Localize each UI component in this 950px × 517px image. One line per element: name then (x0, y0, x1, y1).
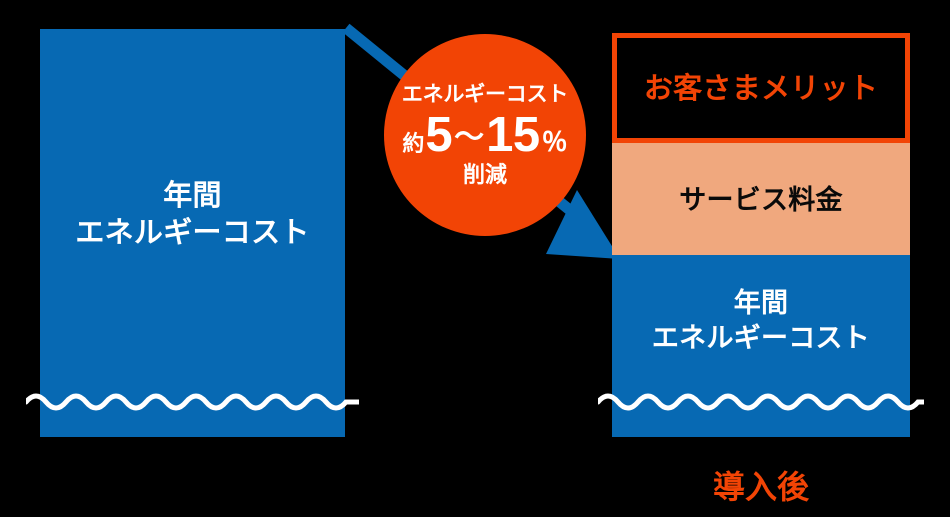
savings-badge-title: エネルギーコスト (401, 83, 569, 106)
before-energy-cost-bar (40, 29, 345, 437)
before-energy-cost-label: 年間 エネルギーコスト (75, 180, 310, 250)
savings-badge-value-low: 5 (425, 108, 453, 162)
after-customer-benefit-segment (612, 33, 910, 143)
savings-badge-percent-symbol: ％ (541, 127, 568, 157)
after-customer-benefit-label: お客さまメリット (643, 73, 879, 105)
savings-badge-range-tilde: ～ (454, 121, 485, 154)
savings-badge-suffix: 削減 (462, 162, 507, 187)
savings-badge-value-row: 約 5 ～ 15 ％ (402, 111, 567, 160)
after-bar-caption: 導入後 (712, 469, 809, 505)
savings-badge-value-high: 15 (486, 108, 540, 162)
savings-badge-approx: 約 (402, 131, 425, 156)
after-service-fee-segment (612, 142, 910, 255)
after-service-fee-label: サービス料金 (679, 185, 843, 215)
after-energy-cost-label: 年間 エネルギーコスト (651, 288, 871, 353)
savings-badge: エネルギーコスト 約 5 ～ 15 ％ 削減 (384, 34, 586, 236)
